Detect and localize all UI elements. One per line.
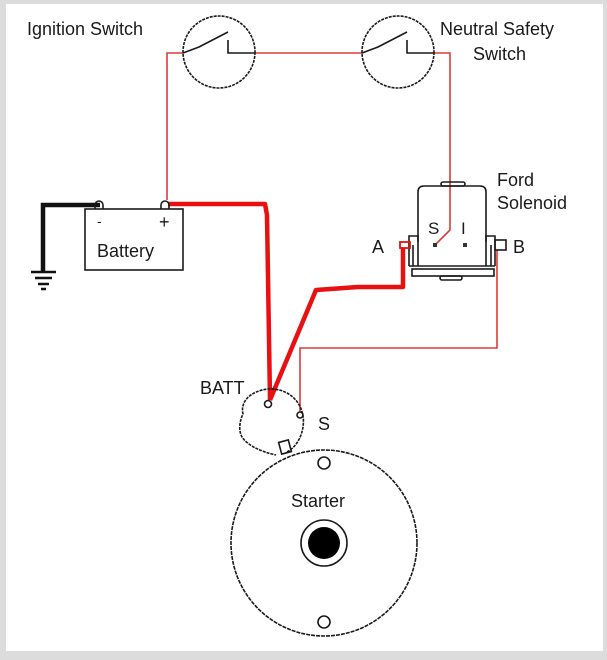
solenoid-right-flange	[485, 235, 496, 266]
battery-body	[84, 208, 184, 271]
ignition-switch: Ignition Switch	[27, 15, 256, 89]
battery-cables	[168, 201, 406, 401]
solenoid-b-label: B	[513, 237, 525, 257]
battery-pos-sign: +	[159, 212, 170, 232]
switch-circle	[182, 15, 256, 89]
starter-s-label: S	[318, 414, 330, 434]
wire-neutral-to-solenoid-s	[434, 52, 451, 245]
solenoid-terminal-a	[399, 241, 411, 249]
battery-neg-post	[94, 200, 104, 209]
starter-shaft-ring	[300, 519, 348, 567]
ignition-circuit-wires	[166, 52, 498, 412]
solenoid-i-terminal-dot	[463, 243, 467, 247]
starter-solenoid: BATT S	[200, 378, 330, 456]
switch-circle	[361, 15, 435, 89]
solenoid-mount	[277, 438, 293, 456]
starter-label: Starter	[291, 491, 345, 511]
battery-label: Battery	[97, 241, 154, 261]
ignition-switch-label: Ignition Switch	[27, 19, 143, 39]
solenoid-s-terminal-dot	[433, 243, 437, 247]
wire-solenoid-b-to-starter-s	[299, 250, 498, 412]
ground-cable	[40, 202, 100, 272]
solenoid-terminal-b	[494, 239, 507, 251]
starter-shaft	[308, 527, 340, 559]
battery-neg-sign: -	[97, 213, 102, 229]
solenoid-s-label: S	[428, 219, 439, 238]
switch-contact	[227, 40, 255, 54]
starter-bolt-bottom	[317, 615, 331, 629]
battery: - + Battery	[84, 200, 184, 271]
switch-blade	[361, 31, 408, 54]
switch-blade	[182, 31, 229, 54]
ford-solenoid: S I A B Ford Solenoid	[372, 170, 567, 281]
wire-battery-to-ignition	[166, 52, 183, 200]
neutral-safety-switch: Neutral Safety Switch	[361, 15, 554, 89]
battery-pos-post	[160, 200, 170, 209]
s-terminal	[296, 411, 304, 419]
starter-solenoid-outline	[238, 388, 305, 456]
cable-solenoid-a-to-batt	[267, 248, 406, 401]
wiring-diagram: Ignition Switch Neutral Safety Switch - …	[6, 4, 603, 651]
solenoid-i-label: I	[461, 219, 466, 238]
batt-terminal	[263, 399, 273, 409]
solenoid-bottom-cap	[439, 275, 463, 281]
switch-contact	[406, 40, 434, 54]
solenoid-a-label: A	[372, 237, 384, 257]
batt-label: BATT	[200, 378, 245, 398]
starter-motor: Starter	[230, 449, 418, 637]
starter-housing	[230, 449, 418, 637]
cable-battery-to-batt	[168, 201, 273, 401]
solenoid-base	[411, 268, 495, 277]
diagram-svg: Ignition Switch Neutral Safety Switch - …	[27, 15, 567, 637]
neutral-switch-label-line1: Neutral Safety	[440, 19, 554, 39]
neutral-switch-label-line2: Switch	[473, 44, 526, 64]
starter-bolt-top	[317, 456, 331, 470]
solenoid-label-line2: Solenoid	[497, 193, 567, 213]
solenoid-label-line1: Ford	[497, 170, 534, 190]
solenoid-left-flange	[408, 235, 419, 266]
ground	[31, 202, 100, 291]
solenoid-top-cap	[440, 181, 466, 187]
